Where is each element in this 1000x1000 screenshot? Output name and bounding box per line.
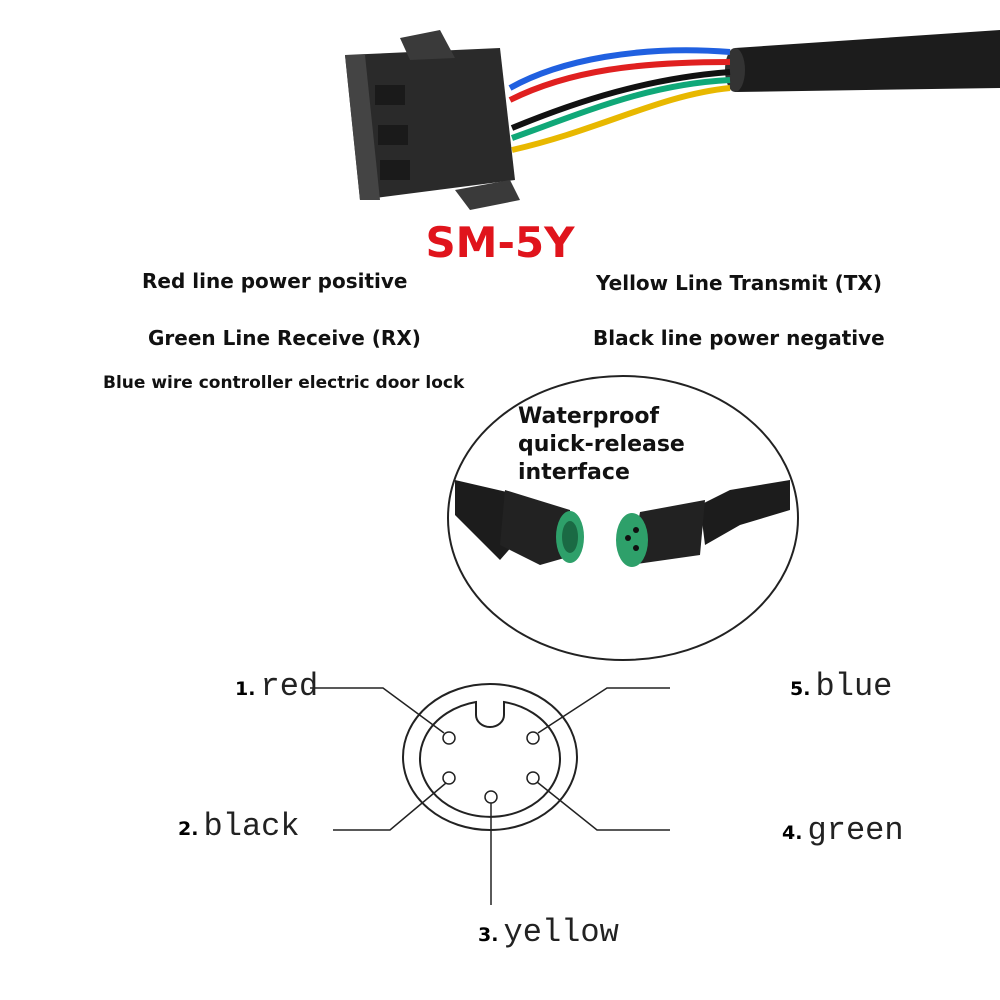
pin-number: 2. (178, 818, 199, 840)
note-green: Green Line Receive (RX) (148, 326, 421, 350)
waterproof-inset-circle (447, 375, 799, 661)
pinout-diagram (310, 683, 670, 905)
note-red: Red line power positive (142, 269, 408, 293)
wire-red (508, 59, 731, 103)
pin-name: yellow (503, 914, 619, 951)
pin-name: black (203, 808, 300, 845)
waterproof-line-1: Waterproof (518, 404, 660, 429)
wire-green (510, 77, 731, 141)
main-cable (735, 30, 1000, 92)
waterproof-label: Waterproof quick-release interface (518, 403, 685, 487)
pin-name: blue (815, 668, 893, 705)
pin-label-2: 2. black (178, 808, 300, 845)
wire-blue (508, 47, 731, 91)
pin-label-1: 1. red (235, 668, 318, 705)
pin-name: red (260, 668, 319, 705)
model-title: SM-5Y (425, 218, 575, 267)
waterproof-line-3: interface (518, 460, 630, 485)
pin-name: green (807, 812, 904, 849)
pin-number: 3. (478, 924, 499, 946)
pin-number: 1. (235, 678, 256, 700)
sm-connector-housing (345, 30, 520, 210)
female-plug (455, 480, 584, 565)
note-blue: Blue wire controller electric door lock (103, 373, 465, 393)
waterproof-line-2: quick-release (518, 432, 685, 457)
note-black: Black line power negative (593, 326, 885, 350)
male-plug (616, 480, 790, 567)
wire-black (510, 69, 731, 131)
wire-yellow (511, 85, 731, 153)
pin-label-4: 4. green (782, 812, 904, 849)
pin-label-5: 5. blue (790, 668, 892, 705)
note-yellow: Yellow Line Transmit (TX) (596, 271, 882, 295)
pin-number: 5. (790, 678, 811, 700)
pin-number: 4. (782, 822, 803, 844)
pin-label-3: 3. yellow (478, 914, 619, 951)
